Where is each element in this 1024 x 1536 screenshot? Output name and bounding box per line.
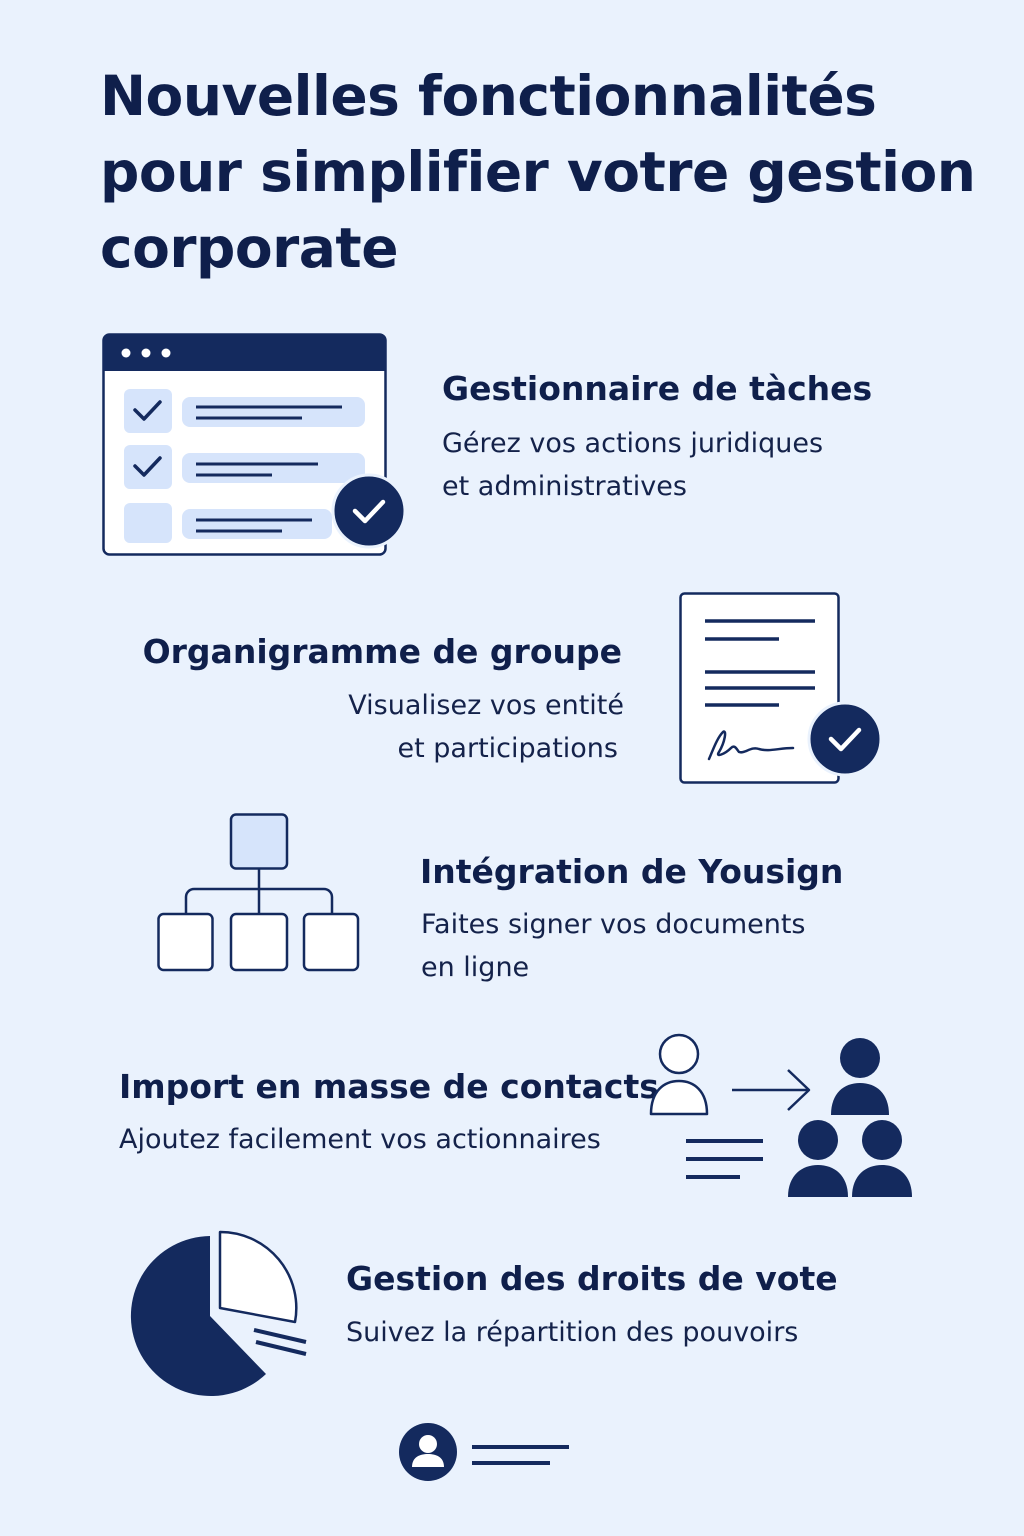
feature-title-voting-rights: Gestion des droits de vote xyxy=(346,1259,838,1298)
pie-chart-icon xyxy=(130,1230,307,1396)
feature-desc-voting-rights: Suivez la répartition des pouvoirs xyxy=(346,1311,798,1354)
title-line-3: corporate xyxy=(100,216,399,280)
feature-desc-task-manager: Gérez vos actions juridiques et administ… xyxy=(442,422,823,508)
feature-desc-line: Suivez la répartition des pouvoirs xyxy=(346,1317,799,1348)
feature-desc-contacts-import: Ajoutez facilement vos actionnaires xyxy=(119,1118,601,1161)
feature-desc-line: et administratives xyxy=(442,471,687,502)
user-profile-icon xyxy=(399,1423,569,1481)
contacts-import-icon xyxy=(649,1033,912,1197)
feature-desc-line: en ligne xyxy=(421,952,530,983)
feature-title-contacts-import: Import en masse de contacts xyxy=(119,1067,659,1106)
title-line-2: pour simplifier votre gestion xyxy=(100,140,976,204)
feature-desc-line: Ajoutez facilement vos actionnaires xyxy=(119,1124,601,1155)
task-checklist-icon xyxy=(102,333,407,556)
signed-document-icon xyxy=(679,592,883,784)
feature-desc-yousign: Faites signer vos documents en ligne xyxy=(421,903,806,989)
page-title: Nouvelles fonctionnalités pour simplifie… xyxy=(100,58,976,286)
feature-desc-line: et participations xyxy=(397,733,618,764)
feature-title-org-chart: Organigramme de groupe xyxy=(142,632,622,671)
feature-desc-org-chart: Visualisez vos entité et participations xyxy=(348,684,624,770)
title-line-1: Nouvelles fonctionnalités xyxy=(100,64,877,128)
feature-desc-line: Gérez vos actions juridiques xyxy=(442,428,824,459)
feature-desc-line: Faites signer vos documents xyxy=(421,909,806,940)
feature-desc-line: Visualisez vos entité xyxy=(348,690,624,721)
org-chart-icon xyxy=(157,813,360,972)
feature-title-yousign: Intégration de Yousign xyxy=(420,852,844,891)
feature-title-task-manager: Gestionnaire de tàches xyxy=(442,369,873,408)
